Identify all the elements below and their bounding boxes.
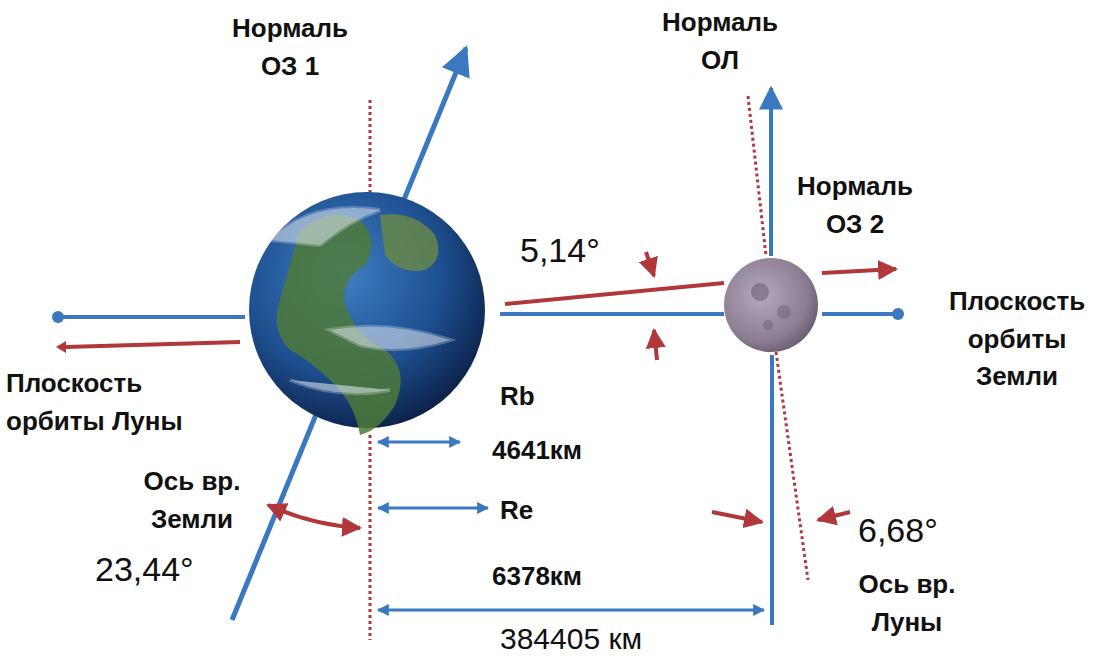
dimension-value: 384405 км <box>500 617 700 661</box>
plane-label: Плоскость орбиты Луны <box>6 365 186 440</box>
dimension-value: 4641км <box>492 432 622 470</box>
angle-value: 5,14° <box>520 226 640 275</box>
axis-label: Ось вр. Луны <box>832 566 982 641</box>
normal-label: Нормаль ОЗ 2 <box>785 168 925 243</box>
axis-label: Ось вр. Земли <box>112 463 272 538</box>
normal-label: Нормаль ОЛ <box>655 4 785 79</box>
angle-value: 6,68° <box>858 506 978 555</box>
normal-label: Нормаль ОЗ 1 <box>225 10 355 85</box>
radius-label: Re <box>500 492 560 530</box>
dimension-value: 6378км <box>492 558 622 596</box>
angle-value: 23,44° <box>95 545 225 594</box>
radius-label: Rb <box>500 378 560 416</box>
plane-label: Плоскость орбиты Земли <box>932 283 1102 396</box>
